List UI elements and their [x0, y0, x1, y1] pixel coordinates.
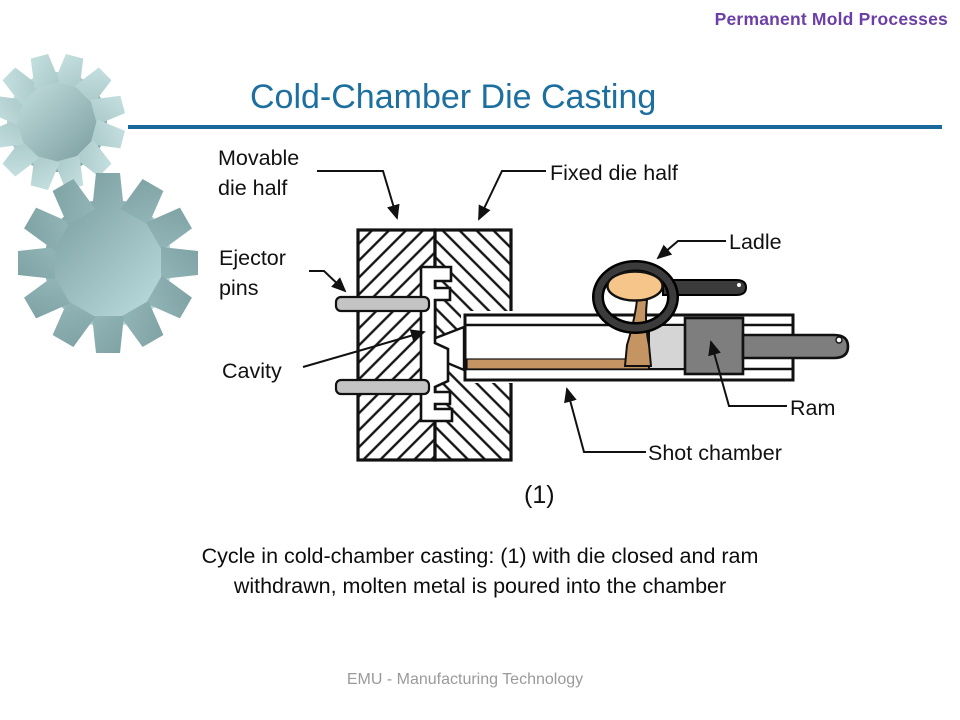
label-shot-chamber: Shot chamber	[648, 441, 782, 465]
figure-number: (1)	[524, 481, 555, 509]
page-title: Cold-Chamber Die Casting	[250, 78, 657, 116]
label-cavity: Cavity	[222, 359, 282, 383]
title-underline	[128, 125, 942, 129]
caption-line-2: withdrawn, molten metal is poured into t…	[233, 574, 727, 598]
label-ejector-pins-2: pins	[219, 276, 258, 300]
label-movable-die-half: Movable	[218, 146, 299, 170]
label-ladle: Ladle	[729, 230, 782, 254]
header-label: Permanent Mold Processes	[714, 9, 948, 29]
label-movable-die-half-2: die half	[218, 176, 287, 200]
ladle	[592, 260, 748, 367]
footer-text: EMU - Manufacturing Technology	[346, 671, 584, 688]
ladle-handle	[662, 279, 748, 296]
label-ram: Ram	[790, 396, 835, 420]
ejector-pins	[334, 295, 431, 396]
gear-icon	[0, 52, 127, 192]
leader-lines	[302, 170, 787, 453]
label-fixed-die-half: Fixed die half	[550, 161, 678, 185]
label-ejector-pins: Ejector	[219, 246, 286, 270]
molten-metal-in-ladle	[606, 270, 664, 302]
caption-line-1: Cycle in cold-chamber casting: (1) with …	[201, 544, 759, 568]
figure-caption: Cycle in cold-chamber casting: (1) with …	[0, 541, 960, 601]
gear-icon	[18, 173, 198, 353]
spreader-block	[648, 324, 686, 370]
